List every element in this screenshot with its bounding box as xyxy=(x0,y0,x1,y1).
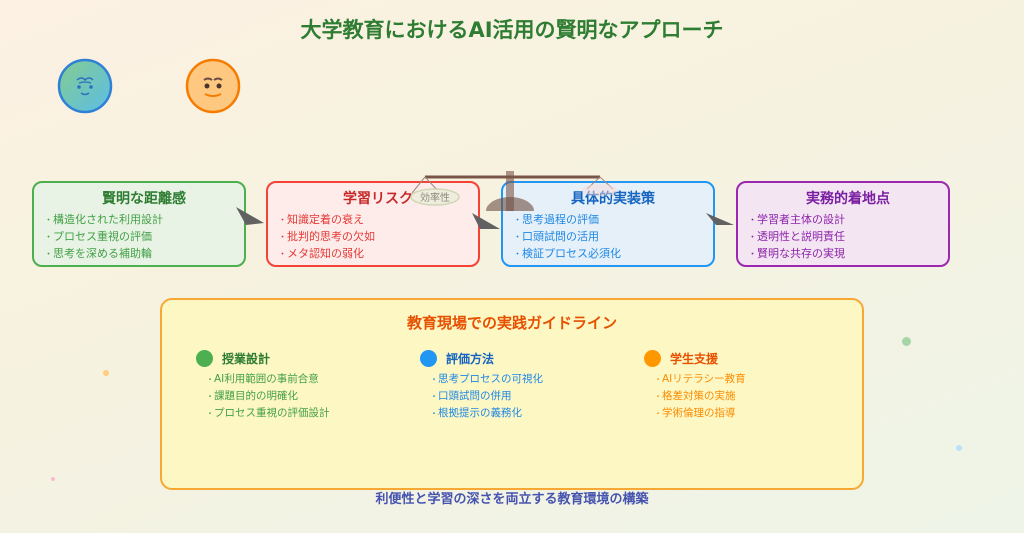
card-item: 検証プロセス必須化 xyxy=(513,246,713,263)
column-title: 評価方法 xyxy=(446,352,495,366)
card-item: 口頭試問の活用 xyxy=(513,229,713,246)
decor-dot xyxy=(902,337,911,346)
column-item: 思考プロセスの可視化 xyxy=(430,371,543,388)
guideline-column: 評価方法思考プロセスの可視化口頭試問の併用根拠提示の義務化 xyxy=(420,350,543,422)
column-item: 口頭試問の併用 xyxy=(430,388,543,405)
teacher-face-icon xyxy=(185,58,241,114)
card-item: 学習者主体の設計 xyxy=(748,212,948,229)
card-item: メタ認知の弱化 xyxy=(278,246,478,263)
column-item: 格差対策の実施 xyxy=(654,388,746,405)
card-item: 批判的思考の欠如 xyxy=(278,229,478,246)
card-1: 賢明な距離感構造化された利用設計プロセス重視の評価思考を深める補助輪 xyxy=(32,181,246,267)
column-item: AI利用範囲の事前合意 xyxy=(206,371,330,388)
left-pan-label: 効率性 xyxy=(420,191,450,204)
guideline-column: 授業設計 AI利用範囲の事前合意課題目的の明確化プロセス重視の評価設計 xyxy=(196,350,330,422)
bullet-dot-icon xyxy=(420,350,437,367)
page-title: 大学教育におけるAI活用の賢明なアプローチ xyxy=(300,18,724,42)
card-item: 知識定着の衰え xyxy=(278,212,478,229)
column-title: 学生支援 xyxy=(670,352,719,366)
card-item: プロセス重視の評価 xyxy=(44,229,244,246)
card-item: 賢明な共存の実現 xyxy=(748,246,948,263)
guideline-title: 教育現場での実践ガイドライン xyxy=(406,314,617,332)
bullet-dot-icon xyxy=(644,350,661,367)
column-item: AIリテラシー教育 xyxy=(654,371,746,388)
card-title: 学習リスク xyxy=(343,191,413,207)
footer-caption: 利便性と学習の深さを両立する教育環境の構築 xyxy=(375,492,649,507)
student-face-icon xyxy=(57,58,113,114)
balance-scale-icon: 効率性 xyxy=(410,171,618,211)
column-item: 根拠提示の義務化 xyxy=(430,405,543,422)
card-4: 実務的着地点学習者主体の設計透明性と説明責任賢明な共存の実現 xyxy=(736,181,950,267)
column-item: 課題目的の明確化 xyxy=(206,388,330,405)
card-title: 実務的着地点 xyxy=(806,191,890,207)
card-item: 構造化された利用設計 xyxy=(44,212,244,229)
column-item: 学術倫理の指導 xyxy=(654,405,746,422)
guideline-column: 学生支援 AIリテラシー教育格差対策の実施学術倫理の指導 xyxy=(644,350,746,422)
decor-dot xyxy=(51,477,55,481)
bullet-dot-icon xyxy=(196,350,213,367)
guideline-panel: 教育現場での実践ガイドライン 授業設計 AI利用範囲の事前合意課題目的の明確化プロ… xyxy=(160,298,864,490)
card-item: 透明性と説明責任 xyxy=(748,229,948,246)
card-title: 賢明な距離感 xyxy=(102,191,186,207)
column-item: プロセス重視の評価設計 xyxy=(206,405,330,422)
card-3: 具体的実装策思考過程の評価口頭試問の活用検証プロセス必須化 xyxy=(501,181,715,267)
card-item: 思考を深める補助輪 xyxy=(44,246,244,263)
decor-dot xyxy=(103,370,109,376)
decor-dot xyxy=(956,445,962,451)
card-item: 思考過程の評価 xyxy=(513,212,713,229)
column-title: 授業設計 xyxy=(222,352,271,366)
